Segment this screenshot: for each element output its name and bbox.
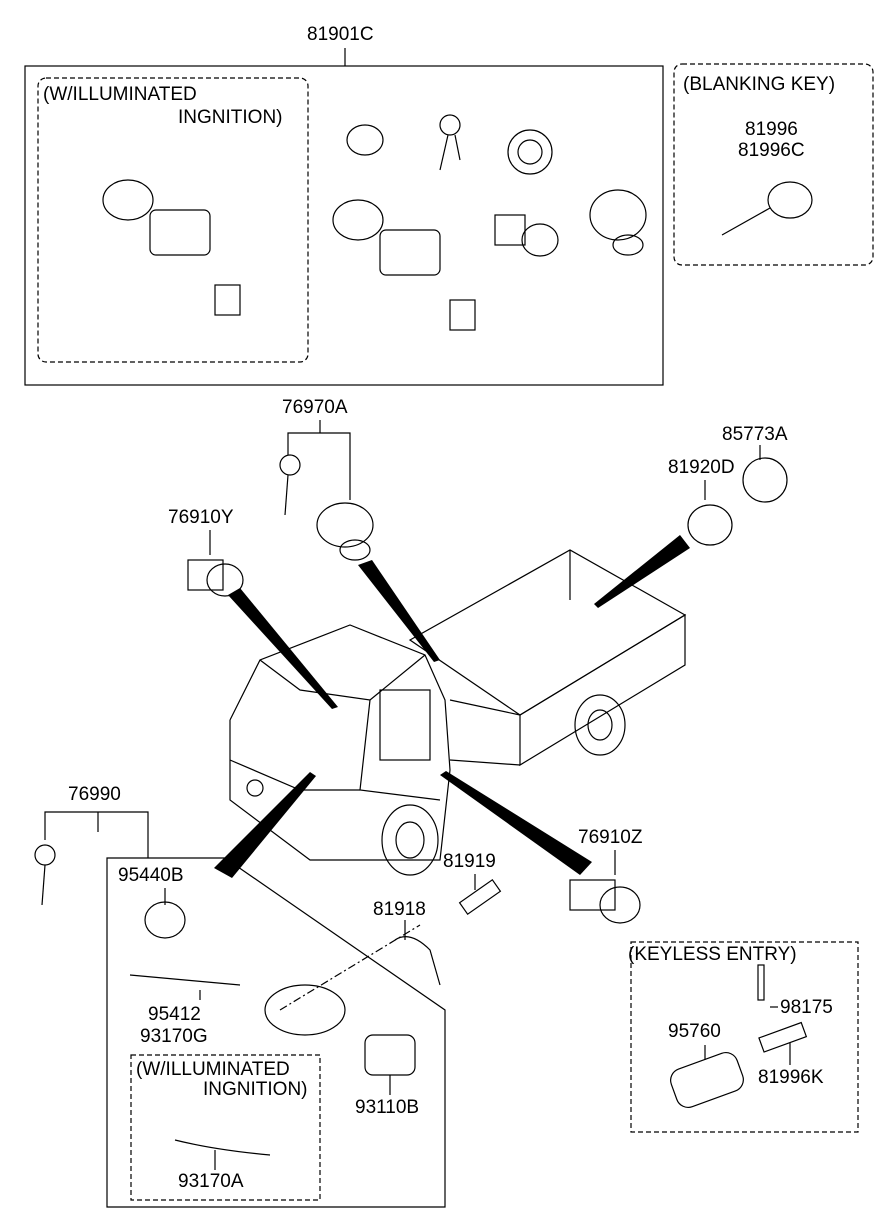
part-label-98175: 98175 <box>780 997 833 1018</box>
illuminated-note-top-line1: (W/ILLUMINATED <box>43 84 197 105</box>
keyless-entry-title: (KEYLESS ENTRY) <box>628 944 797 965</box>
part-label-95412: 95412 <box>148 1004 201 1025</box>
pointer-wedges <box>214 535 690 878</box>
blanking-key-box <box>673 63 874 266</box>
part-label-76970a: 76970A <box>282 397 348 418</box>
illuminated-note-bottom-line2: INGNITION) <box>203 1079 308 1100</box>
lower-assembly-box <box>106 857 446 1208</box>
truck-illustration <box>229 549 687 876</box>
part-label-93170g: 93170G <box>140 1026 208 1047</box>
illuminated-note-bottom-line1: (W/ILLUMINATED <box>136 1059 290 1080</box>
part-label-81901c: 81901C <box>307 24 374 45</box>
keyless-entry-box <box>630 941 859 1133</box>
part-label-93170a: 93170A <box>178 1171 244 1192</box>
part-label-76910z: 76910Z <box>578 827 643 848</box>
illuminated-box-top <box>37 77 309 363</box>
part-label-95440b: 95440B <box>118 865 184 886</box>
part-label-81996c: 81996C <box>738 140 805 161</box>
part-label-81920d: 81920D <box>668 457 735 478</box>
part-shapes <box>34 114 813 1156</box>
part-label-81996: 81996 <box>745 119 798 140</box>
assembly-box <box>24 65 664 386</box>
part-label-85773a: 85773A <box>722 424 788 445</box>
blanking-key-title: (BLANKING KEY) <box>683 74 836 95</box>
part-label-81918: 81918 <box>373 899 426 920</box>
part-label-93110b: 93110B <box>355 1097 420 1118</box>
part-label-81919: 81919 <box>443 851 496 872</box>
part-label-95760: 95760 <box>668 1021 721 1042</box>
illuminated-box-bottom <box>130 1054 321 1201</box>
part-label-76990: 76990 <box>68 784 121 805</box>
illuminated-note-top-line2: INGNITION) <box>178 107 283 128</box>
part-label-76910y: 76910Y <box>168 507 234 528</box>
part-label-81996k: 81996K <box>758 1067 824 1088</box>
